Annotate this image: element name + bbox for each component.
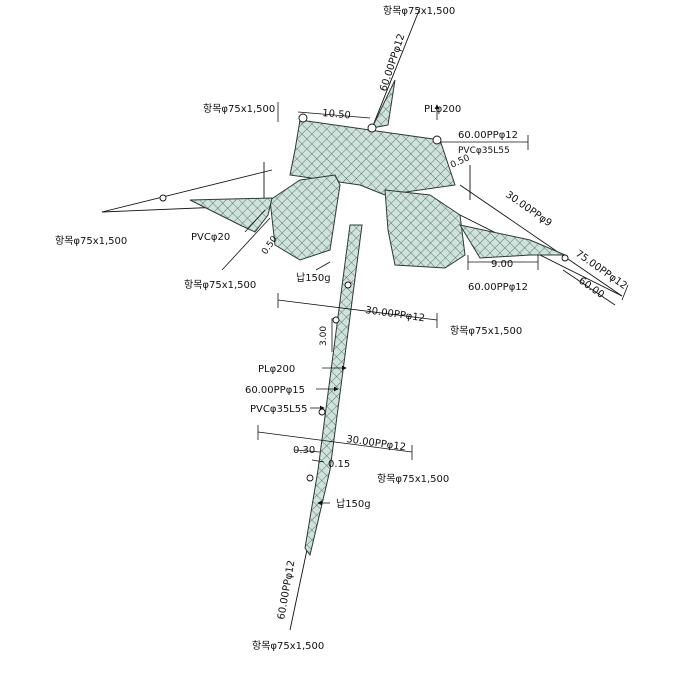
dim-line-0-30 [294, 449, 321, 453]
label-sinker-bottom: 납150g [336, 498, 371, 510]
label-anchor-bottom: 항목φ75x1,500 [252, 640, 324, 652]
label-dim-right-width: 9.00 [491, 259, 513, 270]
label-rope-leader: 60.00PPφ15 [245, 385, 305, 396]
label-pvc-leader: PVCφ35L55 [250, 404, 307, 415]
label-dim-leader-gap: 3.00 [319, 326, 329, 346]
label-dim-top-width: 10.50 [322, 108, 351, 121]
float [367, 123, 377, 133]
label-dim-left-lower: 0.30 [293, 445, 315, 456]
dim-line-cross-upper [277, 299, 438, 321]
float [298, 113, 308, 123]
dim-line-cross-lower [257, 431, 413, 453]
net-body [189, 79, 566, 557]
net-top-spike [371, 79, 396, 129]
label-float-leader: PLφ200 [258, 364, 295, 375]
float [432, 135, 442, 145]
label-rope-top-right: 60.00PPφ12 [458, 130, 518, 141]
mooring-lines [101, 7, 623, 631]
label-dim-corner: 0.50 [449, 153, 472, 171]
rope-bottom [289, 544, 309, 631]
label-sinker-mid: 납150g [296, 272, 331, 284]
rope-right-upper [459, 184, 623, 297]
label-anchor-right-mid: 항목φ75x1,500 [450, 325, 522, 337]
dim-line-60-00 [562, 269, 616, 306]
leader-pvc-left [244, 209, 266, 233]
floats [159, 113, 569, 482]
float [306, 474, 314, 482]
label-pvc-left: PVCφ20 [191, 232, 230, 243]
label-anchor-lower-left: 항목φ75x1,500 [184, 279, 256, 291]
float [344, 281, 352, 289]
dimension-lines [221, 102, 629, 506]
leader-anchor-lower-left [221, 217, 271, 271]
label-rope-cross-upper: 30.00PPφ12 [365, 305, 426, 324]
leader-sinker-mid [315, 261, 331, 271]
net-leader [304, 224, 363, 557]
dim-line-10-50 [297, 111, 371, 119]
label-anchor-right-lower: 항목φ75x1,500 [377, 473, 449, 485]
dim-tick [621, 284, 629, 301]
label-anchor-left: 항목φ75x1,500 [55, 235, 127, 247]
float [318, 408, 326, 416]
label-pvc-top-right: PVCφ35L55 [458, 146, 510, 156]
net-right-chamber [384, 189, 466, 269]
rope-top [371, 7, 421, 129]
float [561, 254, 569, 262]
label-rope-right-diag: 30.00PPφ9 [503, 189, 553, 229]
net-left-wing [189, 197, 273, 233]
float [332, 316, 340, 324]
label-anchor-top: 항목φ75x1,500 [383, 5, 455, 17]
label-rope-right-lower: 60.00PPφ12 [468, 282, 528, 293]
net-right-wing [458, 224, 566, 259]
dim-line-0-15 [311, 459, 325, 463]
float [159, 194, 167, 202]
label-dim-right-len: 60.00 [576, 275, 606, 300]
rope-left-upper [101, 169, 273, 213]
net-left-chamber [269, 174, 341, 261]
label-dim-right-lower: 0.15 [328, 459, 350, 470]
label-float-top: PLφ200 [424, 104, 461, 115]
label-rope-cross-lower: 30.00PPφ12 [346, 434, 407, 453]
label-anchor-upper-left: 항목φ75x1,500 [203, 103, 275, 115]
